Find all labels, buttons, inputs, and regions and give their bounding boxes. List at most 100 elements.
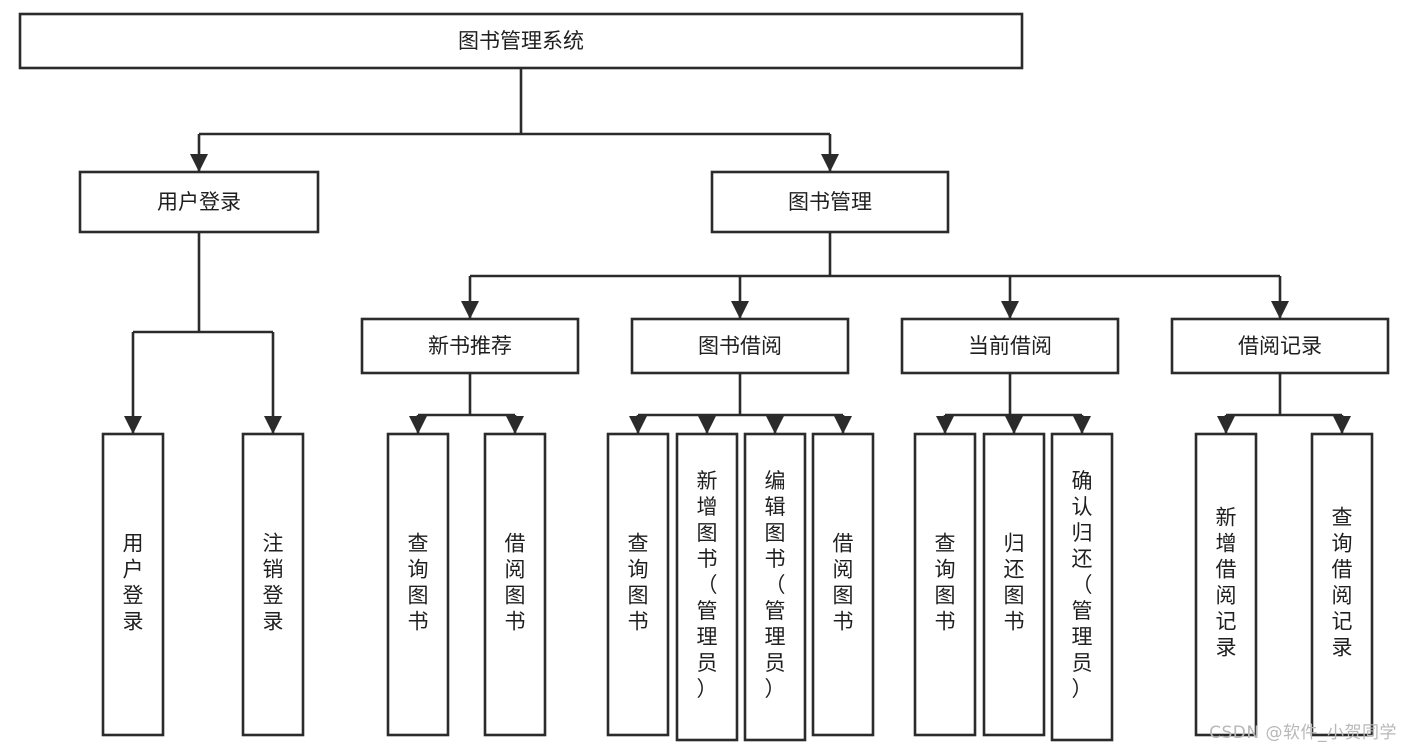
node-box-leaf-user-logout bbox=[241, 432, 305, 737]
node-label-book-management: 图书管理 bbox=[788, 190, 872, 214]
arrow-head-icon-leaf-return-book bbox=[1005, 416, 1023, 434]
svg-text:管: 管 bbox=[765, 599, 786, 623]
node-user-login[interactable]: 用户登录 bbox=[78, 170, 320, 234]
node-box-leaf-edit-book-admin bbox=[743, 432, 807, 742]
node-new-book-recommend[interactable]: 新书推荐 bbox=[360, 317, 580, 375]
svg-text:管: 管 bbox=[697, 599, 718, 623]
svg-text:询: 询 bbox=[628, 558, 649, 582]
svg-text:查: 查 bbox=[1332, 506, 1353, 530]
svg-text:阅: 阅 bbox=[833, 558, 854, 582]
svg-text:书: 书 bbox=[1004, 610, 1025, 634]
svg-text:书: 书 bbox=[408, 610, 429, 634]
arrow-head-icon-leaf-add-book-admin bbox=[698, 416, 716, 434]
node-box-leaf-query-borrow-record bbox=[1310, 432, 1374, 737]
svg-text:还: 还 bbox=[1004, 558, 1025, 582]
svg-text:图: 图 bbox=[628, 584, 649, 608]
svg-text:理: 理 bbox=[697, 625, 718, 649]
node-box-leaf-confirm-return-admin bbox=[1050, 432, 1114, 742]
node-box-root bbox=[18, 12, 1024, 70]
node-label-book-borrow: 图书借阅 bbox=[698, 334, 782, 358]
node-box-borrow-records bbox=[1170, 317, 1390, 375]
svg-text:用: 用 bbox=[123, 532, 144, 556]
node-box-leaf-return-book bbox=[982, 432, 1046, 737]
arrow-head-icon-leaf-confirm-return-admin bbox=[1073, 416, 1091, 434]
node-box-book-borrow bbox=[630, 317, 850, 375]
svg-text:借: 借 bbox=[833, 532, 854, 556]
svg-text:登: 登 bbox=[123, 584, 144, 608]
arrow-head-icon-book-borrow bbox=[731, 301, 749, 319]
svg-text:新: 新 bbox=[697, 469, 718, 493]
node-borrow-records[interactable]: 借阅记录 bbox=[1170, 317, 1390, 375]
svg-text:图: 图 bbox=[1004, 584, 1025, 608]
node-book-management[interactable]: 图书管理 bbox=[710, 170, 950, 234]
svg-text:（: （ bbox=[697, 573, 718, 597]
node-box-user-login bbox=[78, 170, 320, 234]
node-label-borrow-records: 借阅记录 bbox=[1238, 334, 1322, 358]
svg-text:书: 书 bbox=[935, 610, 956, 634]
svg-text:新: 新 bbox=[1216, 506, 1237, 530]
node-box-new-book-recommend bbox=[360, 317, 580, 375]
node-box-book-management bbox=[710, 170, 950, 234]
node-label-user-login: 用户登录 bbox=[157, 190, 241, 214]
svg-text:借: 借 bbox=[1216, 558, 1237, 582]
arrow-head-icon-leaf-query-book-recommend bbox=[409, 416, 427, 434]
svg-text:阅: 阅 bbox=[505, 558, 526, 582]
svg-text:销: 销 bbox=[263, 558, 284, 582]
connector-lines-layer bbox=[124, 68, 1351, 434]
svg-text:辑: 辑 bbox=[765, 495, 786, 519]
svg-text:记: 记 bbox=[1216, 610, 1237, 634]
svg-text:归: 归 bbox=[1004, 532, 1025, 556]
svg-text:查: 查 bbox=[628, 532, 649, 556]
node-root[interactable]: 图书管理系统 bbox=[18, 12, 1024, 70]
node-box-leaf-user-login bbox=[101, 432, 165, 737]
arrow-head-icon-user-login bbox=[190, 154, 208, 172]
svg-text:确: 确 bbox=[1072, 469, 1093, 493]
svg-text:借: 借 bbox=[1332, 558, 1353, 582]
node-box-leaf-add-book-admin bbox=[675, 432, 739, 742]
node-label-leaf-user-login: 用户登录 bbox=[123, 532, 144, 634]
svg-text:图: 图 bbox=[935, 584, 956, 608]
svg-text:阅: 阅 bbox=[1332, 584, 1353, 608]
svg-text:图: 图 bbox=[833, 584, 854, 608]
svg-text:图: 图 bbox=[408, 584, 429, 608]
node-label-new-book-recommend: 新书推荐 bbox=[428, 334, 512, 358]
node-current-borrow[interactable]: 当前借阅 bbox=[900, 317, 1120, 375]
node-box-leaf-query-book-current bbox=[913, 432, 977, 737]
svg-text:记: 记 bbox=[1332, 610, 1353, 634]
svg-text:户: 户 bbox=[123, 558, 144, 582]
node-box-leaf-add-borrow-record bbox=[1194, 432, 1258, 737]
svg-text:理: 理 bbox=[765, 625, 786, 649]
svg-text:员: 员 bbox=[1072, 651, 1093, 675]
node-leaf-user-login[interactable]: 用户登录 bbox=[101, 432, 165, 737]
arrow-head-icon-leaf-user-login bbox=[124, 416, 142, 434]
arrow-head-icon-current-borrow bbox=[1001, 301, 1019, 319]
node-box-leaf-query-book-borrow bbox=[606, 432, 670, 737]
node-box-leaf-borrow-book-recommend bbox=[483, 432, 547, 737]
node-label-current-borrow: 当前借阅 bbox=[968, 334, 1052, 358]
svg-text:增: 增 bbox=[1216, 532, 1237, 556]
arrow-head-icon-leaf-query-book-borrow bbox=[629, 416, 647, 434]
node-book-borrow[interactable]: 图书借阅 bbox=[630, 317, 850, 375]
svg-text:注: 注 bbox=[263, 532, 284, 556]
